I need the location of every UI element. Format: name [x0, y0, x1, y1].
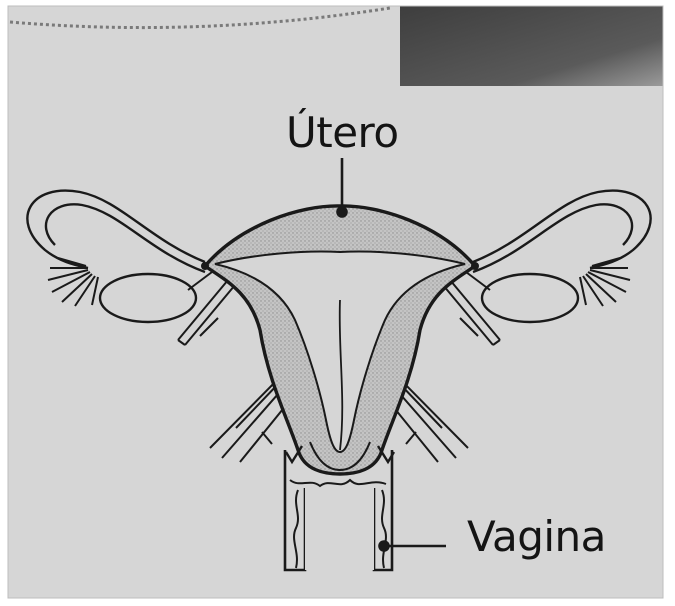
- vaginal-rugae-right: [382, 490, 386, 568]
- uterus-label: Útero: [286, 108, 399, 157]
- dark-corner-shadow: [400, 6, 663, 86]
- vagina-leader-dot: [380, 542, 389, 551]
- uterus-leader-dot: [338, 208, 347, 217]
- vagina-label: Vagina: [467, 512, 606, 561]
- left-ovarian-ligament: [188, 272, 212, 290]
- left-ovary: [100, 274, 196, 322]
- left-fallopian-tube: [27, 191, 205, 268]
- dotted-line: [10, 8, 390, 28]
- vaginal-rugae-left: [294, 490, 298, 568]
